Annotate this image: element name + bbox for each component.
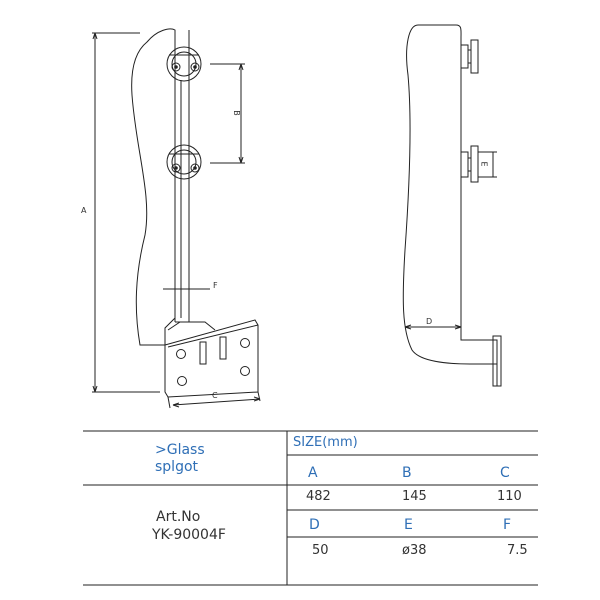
size-label-c: C bbox=[500, 465, 510, 481]
size-value-f: 7.5 bbox=[507, 543, 528, 558]
size-value-b: 145 bbox=[402, 489, 427, 504]
art-no-label: Art.No bbox=[156, 509, 201, 525]
dim-label-f: F bbox=[213, 281, 218, 290]
dimension-c bbox=[167, 391, 261, 409]
side-view-body-outline bbox=[402, 24, 498, 365]
dim-label-e: E bbox=[479, 161, 489, 167]
dim-label-d: D bbox=[426, 317, 433, 326]
product-name-line1: >Glass bbox=[155, 442, 205, 458]
dim-label-a: A bbox=[81, 206, 87, 215]
size-label-e: E bbox=[404, 517, 413, 533]
dimension-a bbox=[92, 32, 160, 393]
side-base-plate bbox=[492, 335, 502, 387]
dimension-e bbox=[478, 151, 497, 178]
size-value-e: ø38 bbox=[402, 543, 427, 558]
size-header: SIZE(mm) bbox=[293, 435, 358, 450]
size-label-b: B bbox=[402, 465, 412, 481]
size-value-c: 110 bbox=[497, 489, 522, 504]
art-no-value: YK-90004F bbox=[152, 527, 226, 543]
side-lower-clamp bbox=[460, 145, 479, 183]
dimension-d bbox=[404, 324, 462, 330]
spec-table-grid bbox=[83, 430, 538, 586]
side-upper-clamp bbox=[460, 39, 479, 74]
size-value-a: 482 bbox=[306, 489, 331, 504]
dimension-b bbox=[210, 63, 245, 164]
side-view bbox=[402, 24, 502, 387]
product-name-line2: splgot bbox=[155, 459, 199, 475]
size-label-d: D bbox=[309, 517, 320, 533]
dim-label-b: B bbox=[231, 110, 241, 116]
lower-glass-clamp bbox=[166, 144, 202, 180]
flat-bar-foot-join bbox=[167, 321, 181, 331]
upper-glass-clamp bbox=[166, 46, 202, 82]
spigot-body-outline bbox=[131, 28, 176, 346]
size-label-a: A bbox=[308, 465, 318, 481]
front-view bbox=[92, 28, 261, 409]
size-label-f: F bbox=[503, 517, 512, 533]
flat-bar-foot bbox=[175, 321, 216, 331]
base-plate bbox=[164, 319, 259, 398]
size-value-d: 50 bbox=[312, 543, 329, 558]
dim-label-c: C bbox=[212, 391, 218, 400]
